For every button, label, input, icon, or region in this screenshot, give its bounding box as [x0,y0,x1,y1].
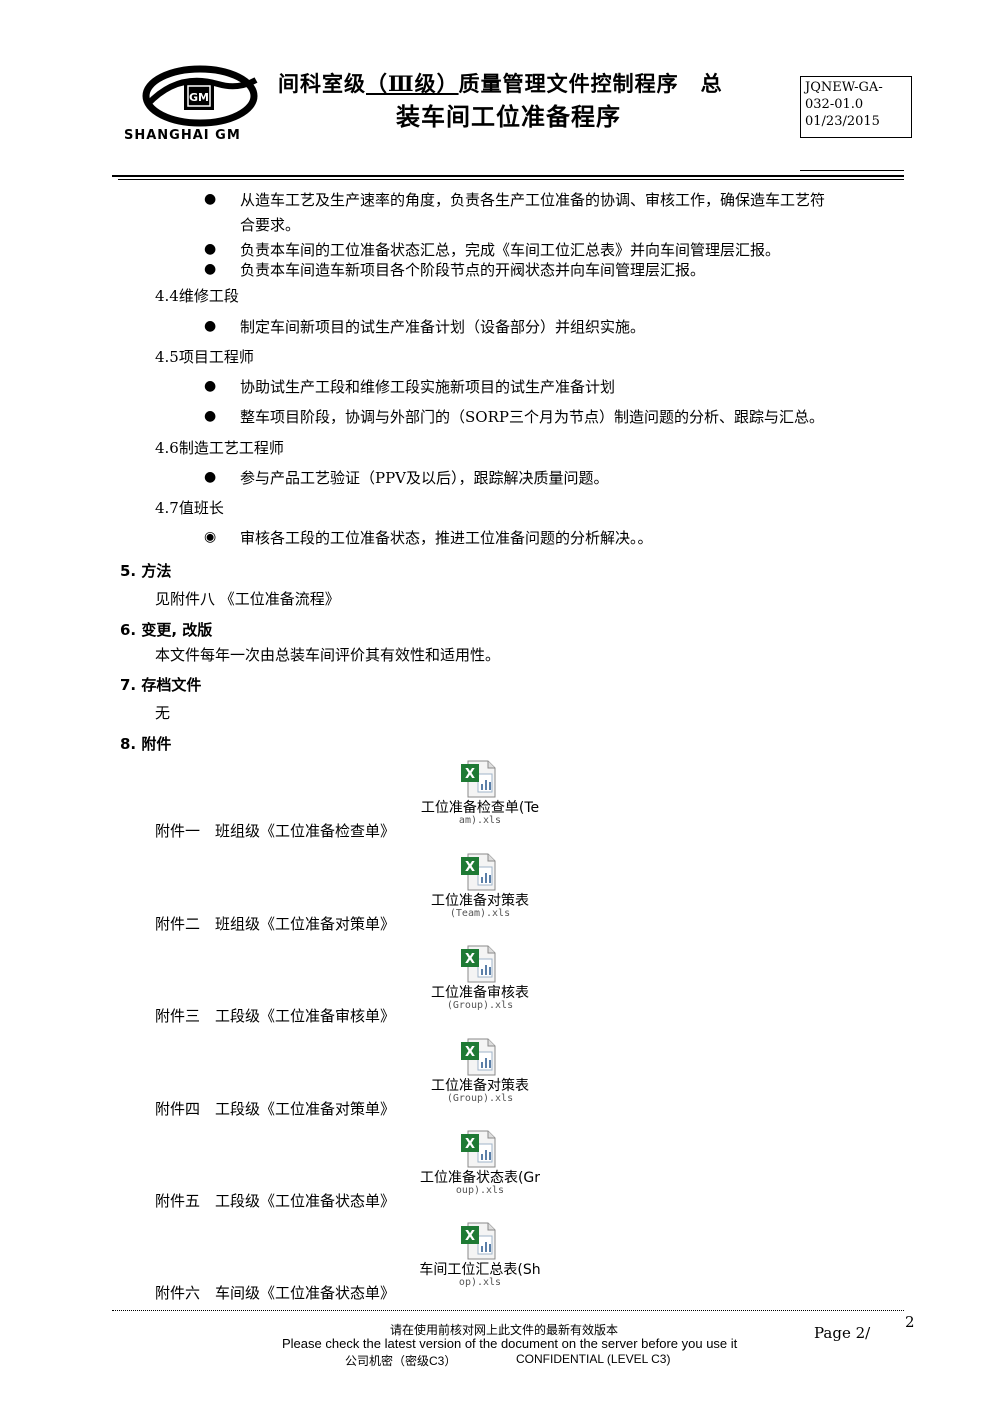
attachment-label: 附件三 工段级《工位准备审核单》 [155,1007,396,1025]
header-rule-thick [112,175,904,177]
svg-text:X: X [465,1045,475,1060]
page-total: 2 [905,1313,915,1331]
target-bullet-icon: ◉ [204,529,217,545]
header-title-line1: 间科室级（Ⅲ级）质量管理文件控制程序 总 [278,71,723,96]
bullet-icon: ● [204,191,217,207]
page-label: Page 2/ [814,1324,871,1342]
body-line: 参与产品工艺验证（PPV及以后），跟踪解决质量问题。 [240,469,609,487]
excel-file-icon[interactable]: X [460,1038,496,1076]
attachment-file-name[interactable]: 工位准备对策表 [431,893,529,909]
excel-file-icon[interactable]: X [460,760,496,798]
footer-en-notice: Please check the latest version of the d… [282,1336,738,1351]
subsection-heading: 4.5项目工程师 [155,348,254,366]
doc-code-1: JQNEW-GA- [805,80,883,95]
svg-text:X: X [465,767,475,782]
subsection-heading: 4.7值班长 [155,499,224,517]
excel-file-icon[interactable]: X [460,1222,496,1260]
excel-file-icon[interactable]: X [460,945,496,983]
header-rule-short [800,170,904,171]
body-line: 审核各工段的工位准备状态，推进工位准备问题的分析解决。。 [240,529,653,547]
section-heading-6: 6. 变更, 改版 [120,621,213,639]
footer-cn-notice: 请在使用前核对网上此文件的最新有效版本 [390,1323,619,1337]
attachment-file-ext[interactable]: op).xls [458,1277,502,1288]
body-line: 见附件八 《工位准备流程》 [155,590,340,608]
body-line: 无 [155,704,171,722]
attachment-label: 附件五 工段级《工位准备状态单》 [155,1192,396,1210]
body-line: 本文件每年一次由总装车间评价其有效性和适用性。 [155,646,501,664]
body-line: 整车项目阶段，协调与外部门的（SORP三个月为节点）制造问题的分析、跟踪与汇总。 [240,408,824,426]
body-line: 负责本车间的工位准备状态汇总，完成《车间工位汇总表》并向车间管理层汇报。 [240,241,781,259]
footer-rule [112,1310,904,1311]
section-heading-8: 8. 附件 [120,735,172,753]
attachment-label: 附件四 工段级《工位准备对策单》 [155,1100,396,1118]
footer-en-confidential: CONFIDENTIAL (LEVEL C3) [516,1352,671,1366]
attachment-file-name[interactable]: 工位准备审核表 [431,985,529,1001]
body-line: 协助试生产工段和维修工段实施新项目的试生产准备计划 [240,378,616,396]
attachment-file-ext[interactable]: (Group).xls [446,1000,514,1011]
bullet-icon: ● [204,408,217,424]
attachment-label: 附件二 班组级《工位准备对策单》 [155,915,396,933]
header-title-line2: 装车间工位准备程序 [396,103,621,131]
body-line: 制定车间新项目的试生产准备计划（设备部分）并组织实施。 [240,318,646,336]
attachment-file-name[interactable]: 工位准备状态表(Gr [419,1170,541,1186]
attachment-label: 附件六 车间级《工位准备状态单》 [155,1284,396,1302]
excel-file-icon[interactable]: X [460,853,496,891]
subsection-heading: 4.4维修工段 [155,287,239,305]
bullet-icon: ● [204,241,217,257]
logo-text: SHANGHAI GM [124,128,241,143]
svg-text:X: X [465,860,475,875]
attachment-file-name[interactable]: 工位准备检查单(Te [420,800,540,816]
doc-date: 01/23/2015 [805,114,880,129]
attachment-file-ext[interactable]: (Team).xls [449,908,511,919]
section-heading-5: 5. 方法 [120,562,172,580]
body-line: 合要求。 [240,216,301,234]
header-rule-thin [118,179,904,180]
footer-cn-confidential: 公司机密（密级C3） [345,1354,457,1368]
svg-text:X: X [465,1137,475,1152]
attachment-file-ext[interactable]: (Group).xls [446,1093,514,1104]
attachment-file-ext[interactable]: am).xls [458,815,502,826]
bullet-icon: ● [204,378,217,394]
body-line: 负责本车间造车新项目各个阶段节点的开阀状态并向车间管理层汇报。 [240,261,706,279]
section-heading-7: 7. 存档文件 [120,676,202,694]
bullet-icon: ● [204,261,217,277]
shanghai-gm-logo: GM [118,64,286,148]
bullet-icon: ● [204,469,217,485]
svg-text:X: X [465,952,475,967]
attachment-file-ext[interactable]: oup).xls [455,1185,505,1196]
attachment-label: 附件一 班组级《工位准备检查单》 [155,822,396,840]
subsection-heading: 4.6制造工艺工程师 [155,439,284,457]
doc-code-2: 032-01.0 [805,97,864,112]
doc-code-box: JQNEW-GA- 032-01.0 01/23/2015 [800,76,912,138]
body-line: 从造车工艺及生产速率的角度，负责各生产工位准备的协调、审核工作，确保造车工艺符 [240,191,826,209]
excel-file-icon[interactable]: X [460,1130,496,1168]
attachment-file-name[interactable]: 工位准备对策表 [431,1078,529,1094]
attachment-file-name[interactable]: 车间工位汇总表(Sh [419,1262,541,1278]
svg-text:X: X [465,1229,475,1244]
bullet-icon: ● [204,318,217,334]
svg-text:GM: GM [189,91,209,104]
